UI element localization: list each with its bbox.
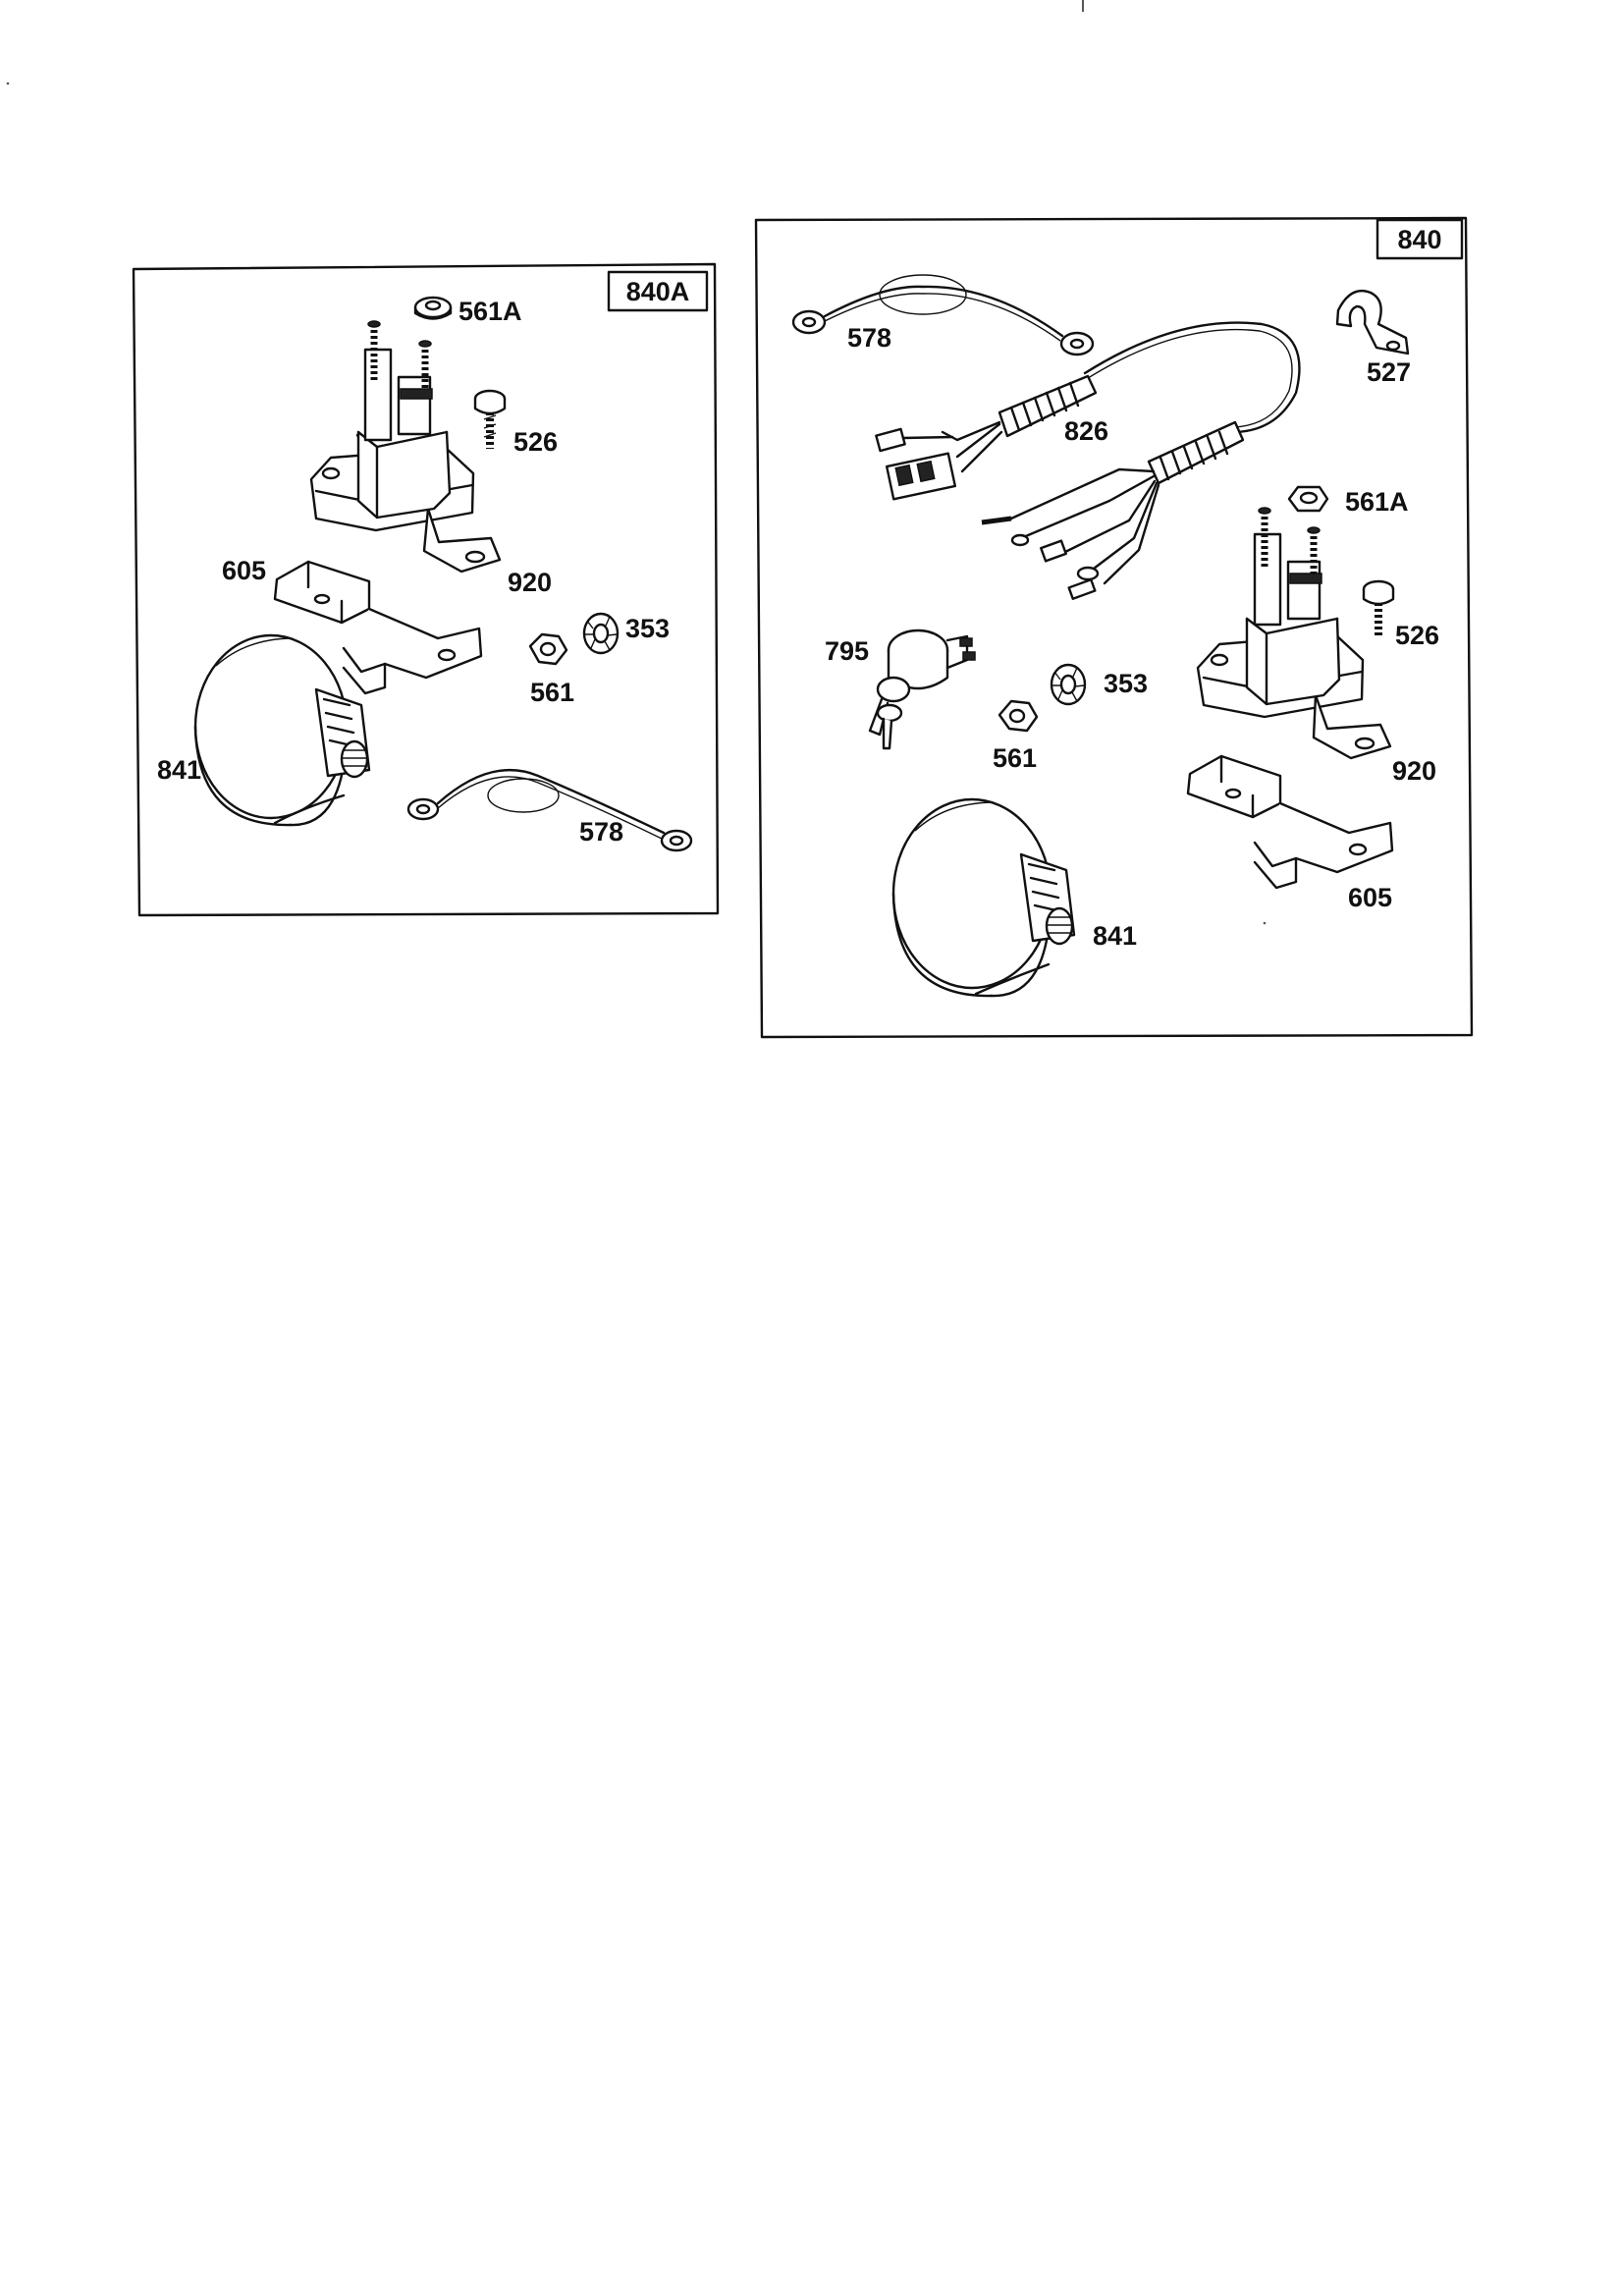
- wire-harness-826: [875, 321, 1301, 600]
- part-label-826: 826: [1064, 416, 1108, 446]
- wire-clip-527: [1335, 289, 1410, 355]
- part-label-527: 527: [1367, 357, 1411, 387]
- ground-wire-578: [791, 274, 1095, 356]
- kit-id-label: 840A: [626, 277, 690, 306]
- scan-speck: [1263, 921, 1267, 925]
- panel-frame: [132, 262, 720, 917]
- hose-clamp-841: [193, 633, 371, 827]
- kit-id-box: [1375, 218, 1464, 260]
- scan-speck: [6, 82, 10, 85]
- hex-nut-561: [998, 699, 1039, 733]
- part-label-561A: 561A: [458, 297, 522, 326]
- part-label-526: 526: [1395, 621, 1439, 650]
- hex-nut-561: [528, 632, 568, 666]
- part-label-561: 561: [993, 743, 1037, 773]
- lock-washer-353: [1050, 663, 1087, 706]
- starter-solenoid: [309, 320, 502, 574]
- part-label-841: 841: [1093, 921, 1137, 951]
- hex-nut-561A: [1287, 485, 1329, 513]
- panel-frame: [754, 216, 1474, 1039]
- part-label-561: 561: [530, 678, 574, 707]
- part-label-605: 605: [1348, 883, 1392, 912]
- kit-id-box: [607, 270, 709, 312]
- ground-wire-578: [406, 768, 693, 852]
- part-label-578: 578: [847, 323, 891, 353]
- part-label-578: 578: [579, 817, 623, 847]
- mounting-bracket-605: [1186, 754, 1394, 890]
- mounting-bracket-605: [273, 560, 483, 695]
- screw-526: [473, 389, 507, 449]
- part-label-526: 526: [513, 427, 558, 457]
- part-label-605: 605: [222, 556, 266, 585]
- part-label-353: 353: [1104, 669, 1148, 698]
- part-label-841: 841: [157, 755, 201, 785]
- part-label-353: 353: [625, 614, 670, 643]
- starter-solenoid: [1196, 507, 1392, 760]
- part-label-920: 920: [508, 568, 552, 597]
- hex-nut-561A: [413, 296, 453, 320]
- screw-526: [1362, 579, 1395, 638]
- part-label-561A: 561A: [1345, 487, 1409, 517]
- part-label-920: 920: [1392, 756, 1436, 786]
- ignition-switch-795: [868, 629, 976, 750]
- kit-840A-panel: 840A 561A: [132, 262, 720, 917]
- kit-id-label: 840: [1397, 225, 1441, 254]
- kit-840-panel: 840 578 527: [754, 216, 1474, 1039]
- hose-clamp-841: [891, 797, 1076, 998]
- part-label-795: 795: [825, 636, 869, 666]
- lock-washer-353: [582, 612, 620, 655]
